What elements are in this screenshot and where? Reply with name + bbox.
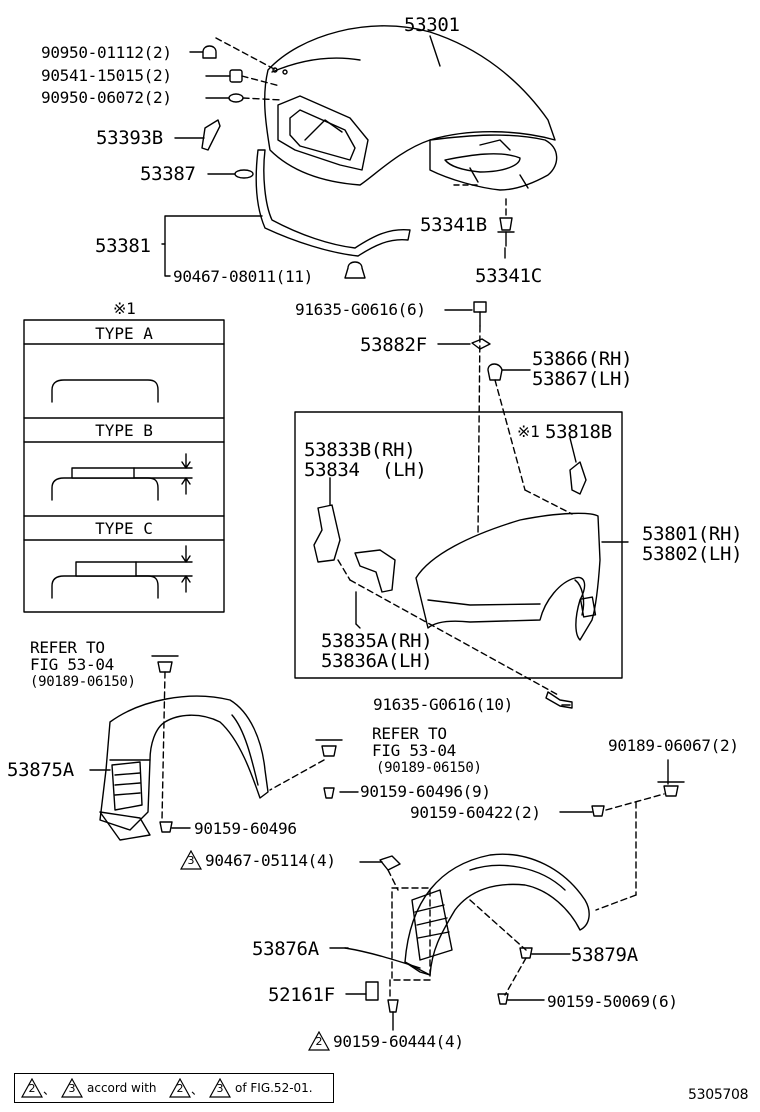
dashed-guides-top bbox=[215, 37, 507, 216]
refer-line-2b: FIG 53-04 bbox=[372, 741, 456, 760]
part-53393B: 53393B bbox=[96, 127, 163, 149]
part-53381: 53381 bbox=[95, 235, 151, 257]
part-53879A: 53879A bbox=[571, 944, 638, 966]
part-53835A: 53835A(RH) bbox=[321, 630, 433, 652]
refer-line-2a: REFER TO bbox=[372, 724, 447, 743]
part-52161F: 52161F bbox=[268, 984, 335, 1006]
part-53802: 53802(LH) bbox=[642, 543, 743, 565]
part-90467-05114: 90467-05114(4) bbox=[205, 851, 336, 870]
part-53836A: 53836A(LH) bbox=[321, 650, 433, 672]
fender-top-hardware bbox=[437, 301, 531, 381]
triangle-note-2-icon: 2 bbox=[307, 1030, 331, 1051]
legend-text-accord: accord with bbox=[87, 1081, 157, 1095]
type-a-title: TYPE A bbox=[95, 324, 153, 343]
weatherstrip-53381 bbox=[255, 149, 411, 257]
dashed-guides-fender-box bbox=[337, 559, 561, 697]
part-90950-06072: 90950-06072(2) bbox=[41, 88, 172, 107]
part-90159-60496-9: 90159-60496(9) bbox=[360, 782, 491, 801]
part-90541-15015: 90541-15015(2) bbox=[41, 66, 172, 85]
bolt-91635-10 bbox=[545, 691, 573, 709]
type-note-mark: ※1 bbox=[113, 299, 136, 318]
refer-line-1c: (90189-06150) bbox=[30, 674, 136, 690]
part-53801: 53801(RH) bbox=[642, 523, 743, 545]
part-90467-08011: 90467-08011(11) bbox=[173, 267, 313, 286]
part-90189-06067: 90189-06067(2) bbox=[608, 736, 739, 755]
part-90159-60496: 90159-60496 bbox=[194, 819, 297, 838]
figure-number: 5305708 bbox=[688, 1087, 749, 1103]
legend-text-fig: of FIG.52-01. bbox=[235, 1081, 313, 1095]
type-c-title: TYPE C bbox=[95, 519, 153, 538]
front-liner-fasteners bbox=[151, 655, 685, 833]
part-53866: 53866(RH) bbox=[532, 348, 633, 370]
triangle-note-3-icon: 3 bbox=[179, 849, 203, 870]
dashed-guides-rear-liner bbox=[387, 869, 527, 1001]
legend-triangle-3-icon: 3 bbox=[60, 1077, 84, 1098]
part-53341B: 53341B bbox=[420, 214, 487, 236]
front-fender-liner-53875A bbox=[99, 695, 269, 841]
legend-box: 2 、 3 accord with 2 、 3 of FIG.52-01. bbox=[14, 1073, 334, 1103]
hood-drawing bbox=[263, 25, 558, 191]
part-90159-60422: 90159-60422(2) bbox=[410, 803, 541, 822]
part-53818B: 53818B bbox=[545, 421, 612, 443]
part-53301: 53301 bbox=[404, 14, 460, 36]
part-91635-G0616-10: 91635-G0616(10) bbox=[373, 695, 513, 714]
leader-lines-top bbox=[161, 35, 507, 277]
legend-separator-1: 、 bbox=[43, 1083, 56, 1097]
leader-lines-middle bbox=[89, 704, 669, 829]
hood-small-parts bbox=[201, 45, 515, 279]
part-53387: 53387 bbox=[140, 163, 196, 185]
legend-triangle-2-icon: 2 bbox=[20, 1077, 44, 1098]
part-53867: 53867(LH) bbox=[532, 368, 633, 390]
refer-line-1a: REFER TO bbox=[30, 638, 105, 657]
dashed-guides-fender bbox=[477, 325, 573, 535]
part-90159-60444: 90159-60444(4) bbox=[333, 1032, 464, 1051]
type-key-box bbox=[23, 319, 225, 613]
part-90159-50069: 90159-50069(6) bbox=[547, 992, 678, 1011]
legend-triangle-3b-icon: 3 bbox=[208, 1077, 232, 1098]
refer-line-2c: (90189-06150) bbox=[376, 760, 482, 776]
part-53876A: 53876A bbox=[252, 938, 319, 960]
refer-line-1b: FIG 53-04 bbox=[30, 655, 114, 674]
part-53882F: 53882F bbox=[360, 334, 427, 356]
part-90950-01112: 90950-01112(2) bbox=[41, 43, 172, 62]
legend-separator-2: 、 bbox=[191, 1083, 204, 1097]
part-53834: 53834 (LH) bbox=[304, 459, 427, 481]
note-mark-1: ※1 bbox=[517, 422, 540, 441]
legend-triangle-2b-icon: 2 bbox=[168, 1077, 192, 1098]
leader-lines-bottom bbox=[329, 861, 571, 1001]
part-91635-G0616-6: 91635-G0616(6) bbox=[295, 300, 426, 319]
dashed-guides-front-liner bbox=[161, 671, 665, 911]
fender-assembly bbox=[294, 411, 629, 679]
part-53833B: 53833B(RH) bbox=[304, 439, 416, 461]
part-53341C: 53341C bbox=[475, 265, 542, 287]
type-b-title: TYPE B bbox=[95, 421, 153, 440]
part-53875A: 53875A bbox=[7, 759, 74, 781]
